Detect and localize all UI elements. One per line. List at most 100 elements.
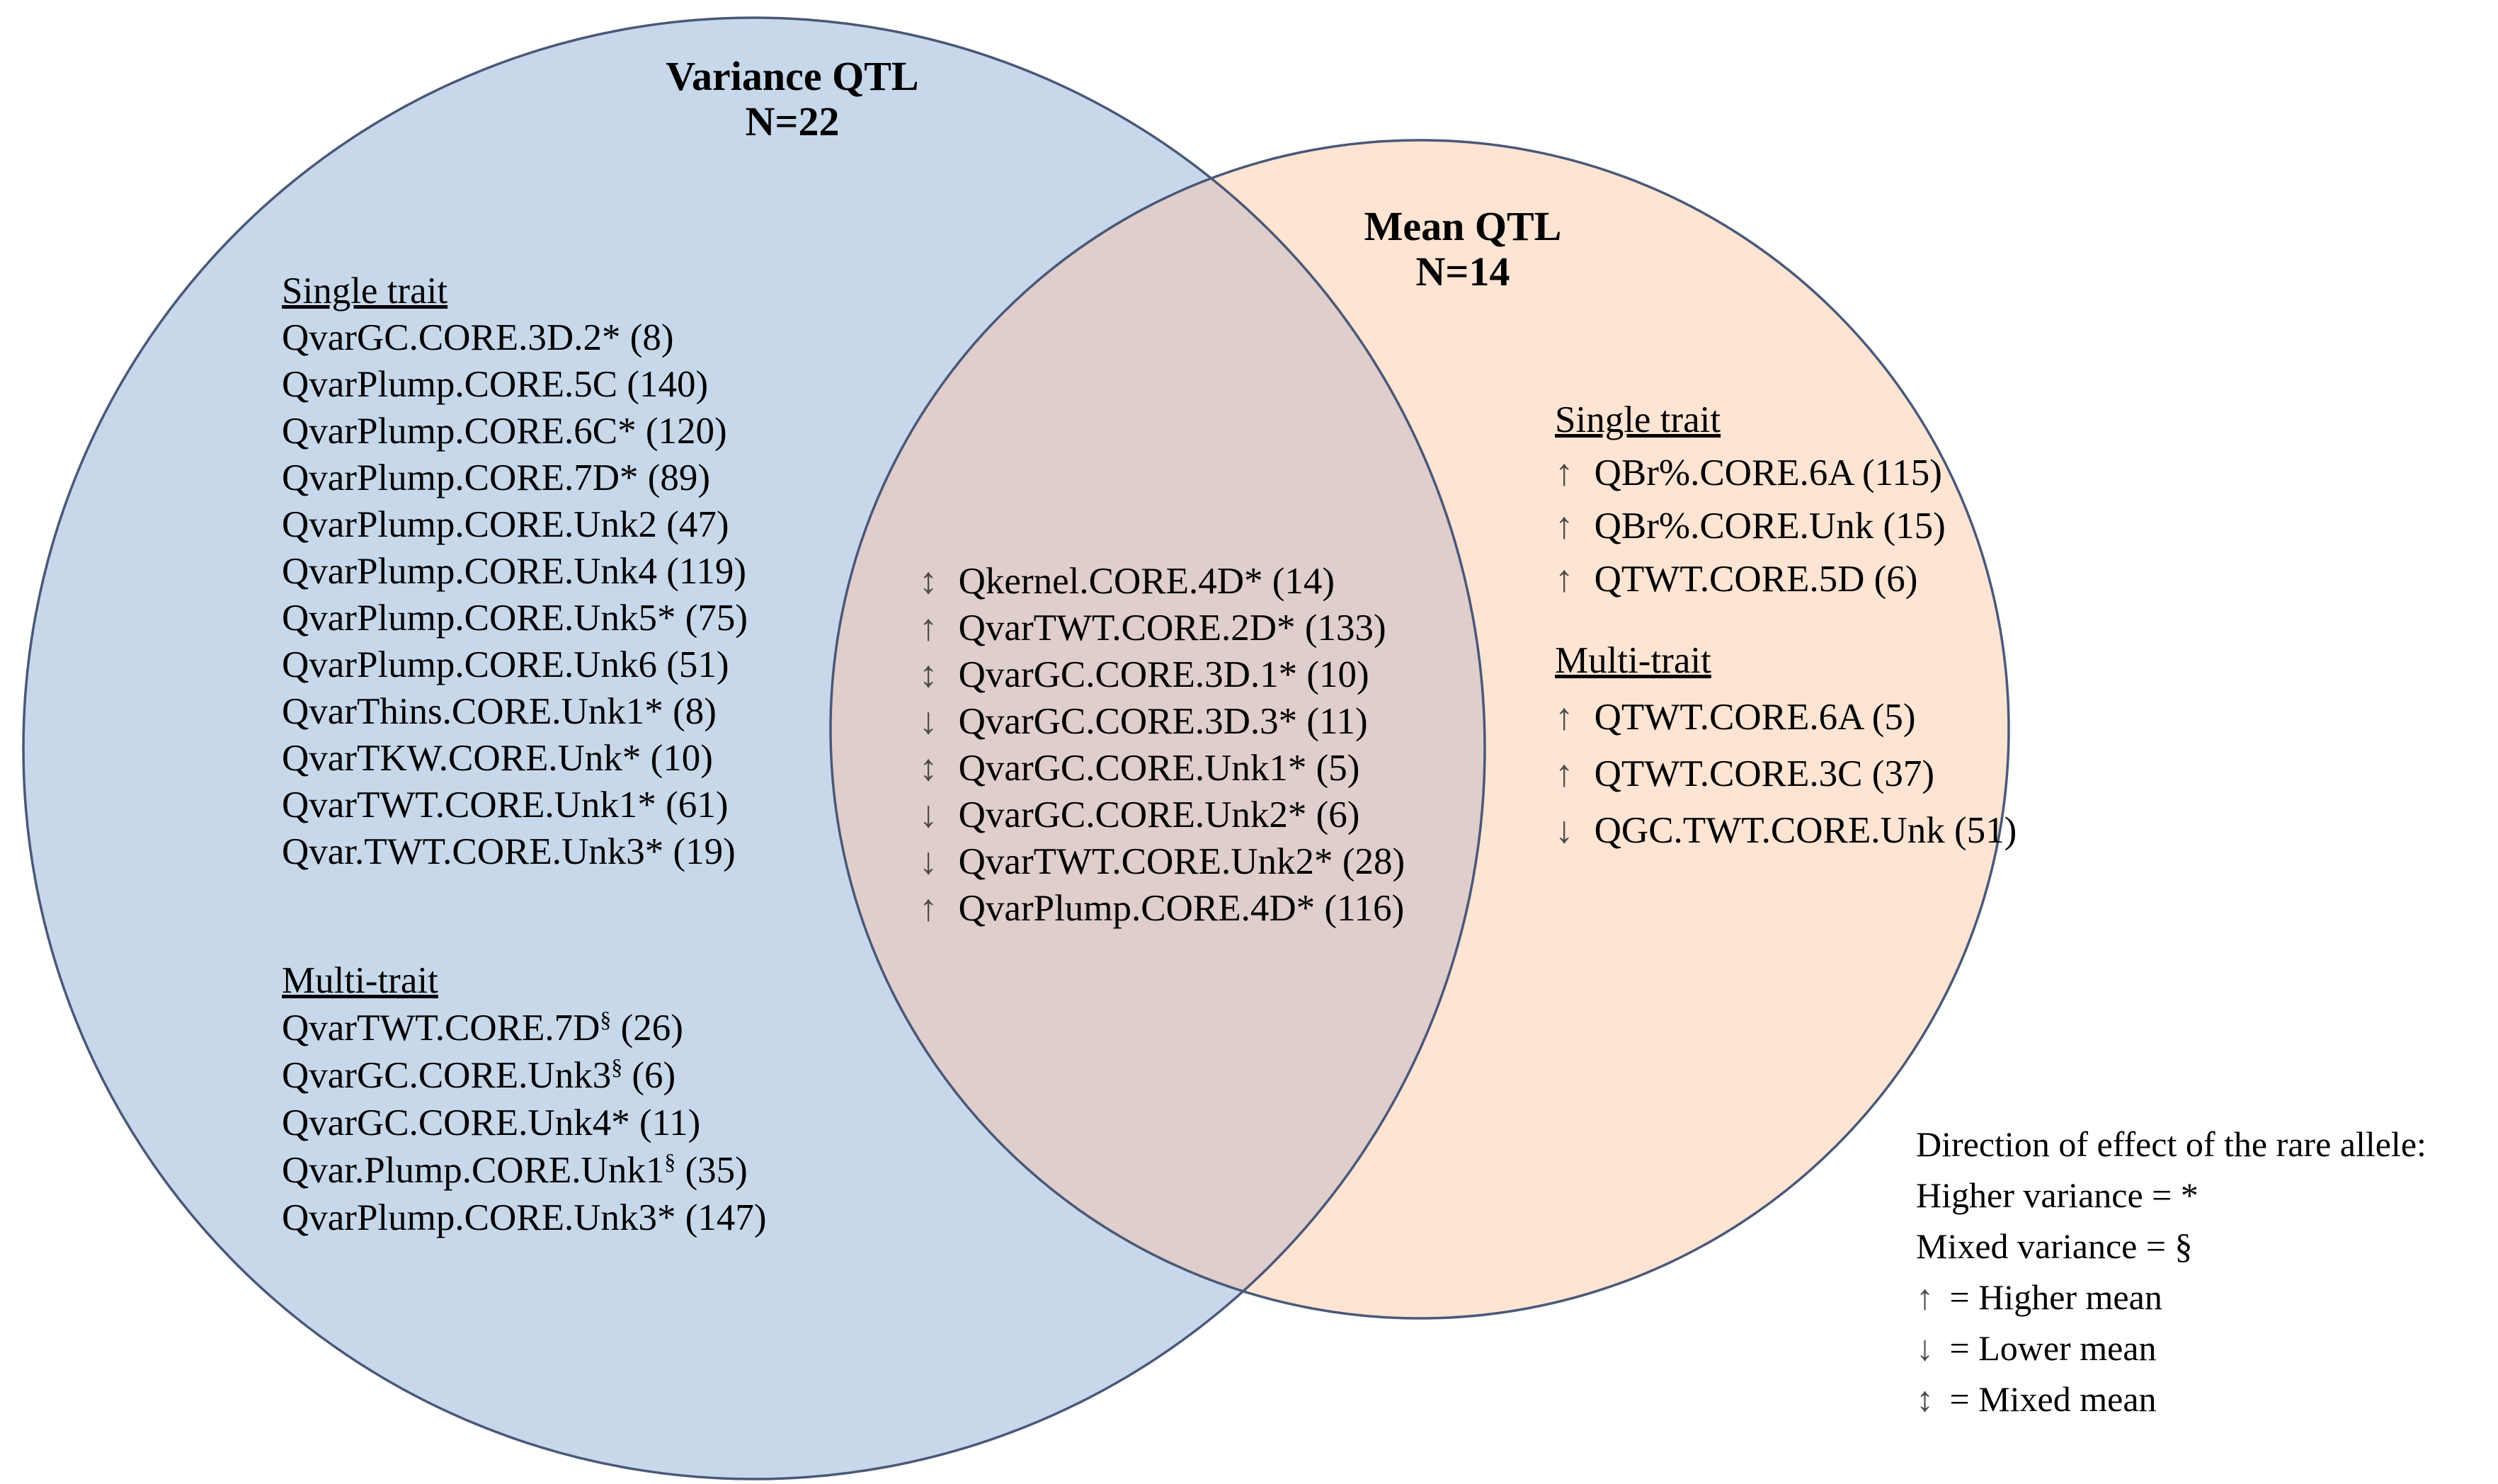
- item-count: (133): [1295, 607, 1386, 649]
- variance-circle-title: Variance QTL N=22: [580, 54, 1005, 144]
- list-item: QvarPlump.CORE.7D* (89): [282, 455, 748, 501]
- item-text: Qvar.Plump.CORE.Unk1: [282, 1150, 665, 1191]
- up-down-arrow-icon: ↕: [919, 561, 938, 602]
- list-item: ↕Qkernel.CORE.4D* (14): [919, 558, 1405, 605]
- list-item: Mixed variance = §: [1916, 1221, 2426, 1272]
- overlap-region: [830, 178, 1485, 1291]
- list-item: QvarPlump.CORE.Unk2 (47): [282, 501, 748, 548]
- list-item: ↑ QTWT.CORE.3C (37): [1555, 746, 2017, 802]
- list-item: ↓= Lower mean: [1916, 1323, 2426, 1374]
- up-arrow-icon: ↑: [1555, 506, 1574, 547]
- down-arrow-icon: ↓: [919, 794, 938, 835]
- mean-single-trait-section: Single trait ↑QBr%.CORE.6A (115)↑QBr%.CO…: [1555, 394, 1946, 606]
- item-text: QvarTWT.CORE.7D: [282, 1008, 600, 1049]
- item-count: (61): [656, 784, 729, 826]
- item-text: QvarGC.CORE.Unk4*: [282, 1102, 630, 1143]
- item-text: QvarPlump.CORE.7D*: [282, 457, 639, 498]
- item-text: QTWT.CORE.5D: [1594, 559, 1865, 600]
- item-text: QvarTKW.CORE.Unk*: [282, 738, 641, 779]
- item-text: QvarPlump.CORE.6C*: [282, 411, 637, 452]
- item-count: (6): [622, 1055, 676, 1096]
- up-arrow-icon: ↑: [1555, 753, 1574, 794]
- item-count: (26): [611, 1008, 683, 1049]
- list-item: QvarGC.CORE.Unk4* (11): [282, 1100, 767, 1147]
- item-text: Qvar.TWT.CORE.Unk3*: [282, 831, 664, 872]
- item-text: QvarPlump.CORE.Unk6: [282, 644, 657, 685]
- variance-single-trait-list: QvarGC.CORE.3D.2* (8)QvarPlump.CORE.5C (…: [282, 314, 748, 875]
- list-item: ↑QBr%.CORE.Unk (15): [1555, 500, 1946, 553]
- item-text: QvarPlump.CORE.Unk4: [282, 551, 657, 592]
- item-count: (10): [641, 738, 713, 779]
- variance-count-label: N=22: [745, 98, 840, 144]
- item-text: QGC.TWT.CORE.Unk: [1594, 810, 1945, 851]
- list-item: ↕ QvarGC.CORE.Unk1* (5): [919, 745, 1405, 792]
- item-count: (89): [638, 457, 711, 498]
- list-item: QvarPlump.CORE.Unk3* (147): [282, 1194, 767, 1242]
- variance-multi-trait-section: Multi-trait QvarTWT.CORE.7D§ (26)QvarGC.…: [282, 957, 767, 1242]
- item-text: QvarPlump.CORE.Unk3*: [282, 1197, 676, 1238]
- variance-multi-trait-list: QvarTWT.CORE.7D§ (26)QvarGC.CORE.Unk3§ (…: [282, 1005, 767, 1242]
- list-item: QvarGC.CORE.Unk3§ (6): [282, 1052, 767, 1100]
- item-text: QvarGC.CORE.Unk1*: [958, 748, 1307, 789]
- item-text: QBr%.CORE.6A: [1594, 452, 1853, 493]
- item-text: Higher variance = *: [1916, 1175, 2198, 1215]
- item-count: (8): [620, 317, 674, 358]
- list-item: QvarTWT.CORE.7D§ (26): [282, 1005, 767, 1052]
- variance-circle-outline: [22, 16, 1486, 1480]
- item-text: QTWT.CORE.6A: [1594, 697, 1863, 738]
- item-count: (11): [629, 1102, 701, 1143]
- item-count: (140): [617, 364, 709, 405]
- overlap-section: ↕Qkernel.CORE.4D* (14)↑QvarTWT.CORE.2D* …: [919, 558, 1405, 932]
- item-count: (147): [675, 1197, 767, 1238]
- item-count: (19): [663, 831, 736, 872]
- item-text: QvarGC.CORE.3D.3*: [958, 701, 1298, 742]
- up-arrow-icon: ↑: [1916, 1277, 1934, 1317]
- item-count: (10): [1297, 654, 1369, 695]
- item-text: = Lower mean: [1949, 1328, 2157, 1368]
- mean-multi-trait-list: ↑QTWT.CORE.6A (5)↑QTWT.CORE.3C (37)↓QGC.…: [1555, 689, 2017, 859]
- single-trait-header: Single trait: [1555, 399, 1721, 440]
- item-text: QvarTWT.CORE.2D*: [958, 607, 1296, 649]
- mixed-variance-marker: §: [611, 1054, 623, 1080]
- mean-title-line: Mean QTL: [1364, 203, 1562, 249]
- item-count: (35): [675, 1150, 748, 1191]
- legend-lines: Higher variance = *Mixed variance = §↑= …: [1916, 1170, 2426, 1425]
- item-count: (5): [1306, 748, 1360, 789]
- variance-single-trait-section: Single trait QvarGC.CORE.3D.2* (8)QvarPl…: [282, 268, 748, 875]
- list-item: ↑= Higher mean: [1916, 1272, 2426, 1323]
- item-text: Qkernel.CORE.4D*: [958, 561, 1263, 602]
- legend: Direction of effect of the rare allele: …: [1916, 1119, 2426, 1425]
- item-text: QvarTWT.CORE.Unk2*: [958, 841, 1333, 882]
- up-arrow-icon: ↑: [919, 607, 938, 649]
- list-item: QvarPlump.CORE.5C (140): [282, 361, 748, 408]
- item-count: (116): [1315, 888, 1405, 929]
- down-arrow-icon: ↓: [919, 701, 938, 742]
- item-text: QvarTWT.CORE.Unk1*: [282, 784, 656, 826]
- list-item: QvarThins.CORE.Unk1* (8): [282, 688, 748, 735]
- list-item: ↓QvarTWT.CORE.Unk2* (28): [919, 838, 1405, 885]
- up-arrow-icon: ↑: [1555, 697, 1574, 738]
- list-item: ↑QBr%.CORE.6A (115): [1555, 447, 1946, 500]
- item-count: (47): [657, 504, 729, 545]
- item-count: (5): [1862, 697, 1916, 738]
- list-item: QvarTWT.CORE.Unk1* (61): [282, 782, 748, 828]
- mean-multi-trait-section: Multi-trait ↑QTWT.CORE.6A (5)↑QTWT.CORE.…: [1555, 632, 2017, 859]
- mean-count-label: N=14: [1415, 249, 1510, 295]
- item-count: (119): [657, 551, 747, 592]
- mixed-variance-marker: §: [600, 1007, 612, 1032]
- single-trait-header: Single trait: [282, 270, 448, 312]
- item-count: (51): [657, 644, 729, 685]
- up-down-arrow-icon: ↕: [919, 748, 938, 789]
- mean-circle-title: Mean QTL N=14: [1250, 204, 1675, 295]
- list-item: ↑QTWT.CORE.5D (6): [1555, 553, 1946, 606]
- mean-circle-outline: [829, 139, 2010, 1320]
- list-item: QvarPlump.CORE.6C* (120): [282, 408, 748, 455]
- item-text: QvarPlump.CORE.Unk5*: [282, 598, 676, 639]
- item-text: QTWT.CORE.3C: [1594, 753, 1863, 794]
- list-item: Higher variance = *: [1916, 1170, 2426, 1221]
- list-item: ↓QvarGC.CORE.3D.3* (11): [919, 698, 1405, 745]
- item-count: (37): [1862, 753, 1935, 794]
- item-text: QvarPlump.CORE.5C: [282, 364, 618, 405]
- item-count: (8): [663, 691, 717, 732]
